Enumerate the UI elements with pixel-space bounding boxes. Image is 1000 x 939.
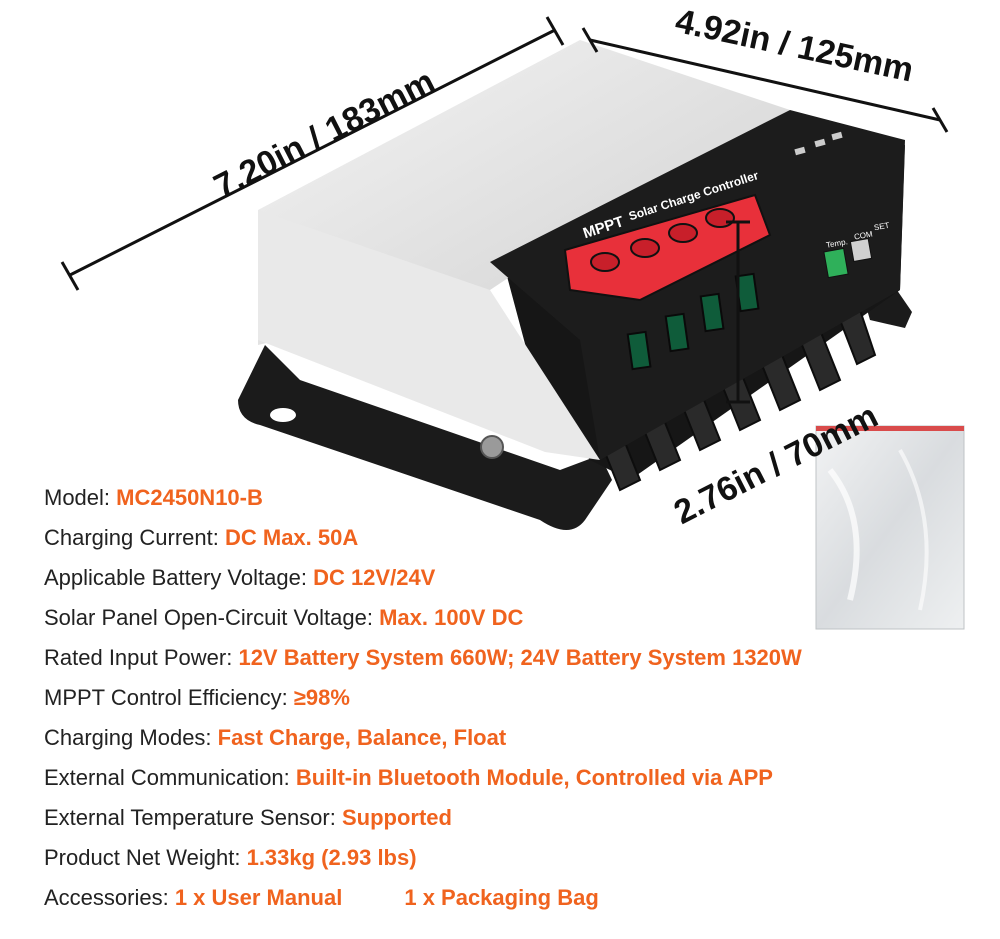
spec-row-charging-current: Charging Current: DC Max. 50A [44,525,359,550]
dimension-lines [60,16,949,404]
spec-row-net-weight: Product Net Weight: 1.33kg (2.93 lbs) [44,845,417,870]
spec-row-mppt-efficiency: MPPT Control Efficiency: ≥98% [44,685,350,710]
mount-hole-left [270,408,296,422]
spec-row-temperature-sensor: External Temperature Sensor: Supported [44,805,452,830]
packaging-bag-image [815,425,965,630]
spec-row-open-circuit-voltage: Solar Panel Open-Circuit Voltage: Max. 1… [44,605,524,630]
front-panel [490,110,905,460]
spec-row-charging-modes: Charging Modes: Fast Charge, Balance, Fl… [44,725,507,750]
led-indicators [794,131,843,156]
spec-row-model: Model: MC2450N10-B [44,485,263,510]
temp-port [823,247,849,279]
spec-list: Model: MC2450N10-B Charging Current: DC … [44,478,984,918]
mounting-plate [238,345,612,530]
spec-row-external-communication: External Communication: Built-in Bluetoo… [44,765,773,790]
spec-row-rated-input-power: Rated Input Power: 12V Battery System 66… [44,645,802,670]
mount-hole-right [510,514,524,522]
terminal-screws [590,208,735,272]
screw-icon [480,435,504,459]
front-cover [258,210,600,460]
spec-row-battery-voltage: Applicable Battery Voltage: DC 12V/24V [44,565,436,590]
com-port [849,238,873,262]
